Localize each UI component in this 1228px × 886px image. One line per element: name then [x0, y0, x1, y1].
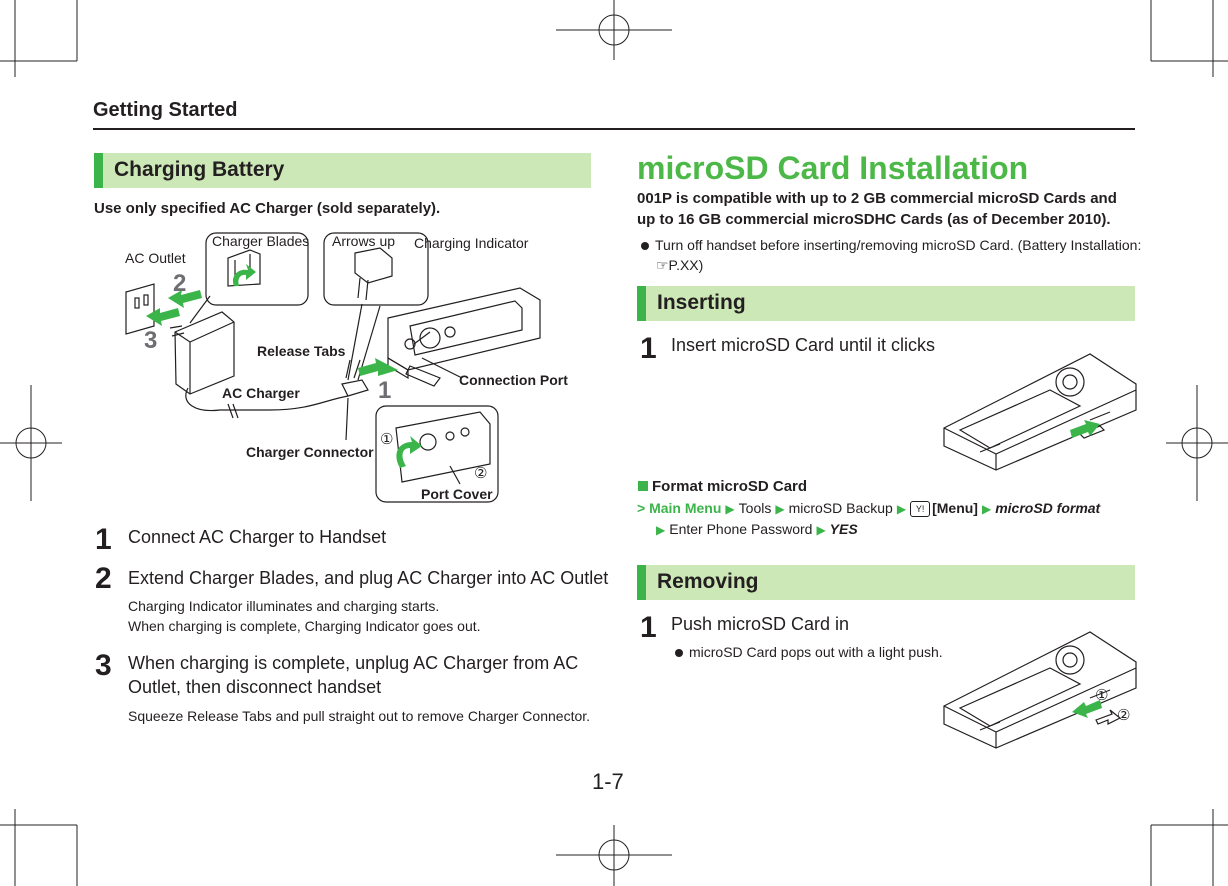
header-rule: [93, 128, 1135, 130]
yahoo-key-icon: Y!: [910, 501, 931, 518]
figure-number-2: 2: [173, 270, 187, 297]
label-release-tabs: Release Tabs: [257, 343, 346, 359]
menu-yes[interactable]: YES: [829, 521, 858, 537]
label-charger-connector: Charger Connector: [246, 444, 374, 460]
menu-password[interactable]: Enter Phone Password: [669, 521, 813, 537]
running-head: Getting Started: [93, 99, 238, 121]
charging-diagram: [125, 232, 541, 503]
label-port-cover: Port Cover: [421, 486, 493, 502]
step-text: Insert microSD Card until it clicks: [671, 335, 936, 355]
label-connection-port: Connection Port: [459, 372, 568, 388]
bullet-text: microSD Card pops out with a light push.: [689, 644, 943, 660]
step-number: 1: [95, 523, 112, 556]
step-number: 2: [95, 562, 112, 595]
menu-backup[interactable]: microSD Backup: [788, 500, 893, 516]
format-heading: Format microSD Card: [638, 478, 807, 495]
step-number: 1: [640, 611, 657, 644]
intro-text: Use only specified AC Charger (sold sepa…: [94, 200, 441, 217]
section-title: Inserting: [657, 291, 746, 314]
triangle-icon: ▶: [816, 523, 826, 537]
step-note: Squeeze Release Tabs and pull straight o…: [128, 708, 591, 724]
triangle-icon: ▶: [725, 502, 735, 516]
menu-menu[interactable]: [Menu]: [932, 500, 978, 516]
bullet-icon: [641, 242, 649, 251]
label-charging-indicator: Charging Indicator: [414, 235, 529, 251]
label-ac-outlet: AC Outlet: [125, 250, 186, 266]
label-arrows-up: Arrows up: [332, 233, 396, 249]
intro-line: 001P is compatible with up to 2 GB comme…: [637, 190, 1117, 207]
menu-gt: >: [637, 500, 646, 516]
square-icon: [638, 481, 648, 491]
triangle-icon: ▶: [656, 523, 666, 537]
figure-circled-2: ②: [474, 465, 488, 482]
menu-format[interactable]: microSD format: [995, 500, 1101, 516]
step-note: Charging Indicator illuminates and charg…: [128, 598, 440, 614]
bullet-note: Turn off handset before inserting/removi…: [641, 235, 1141, 255]
bullet-ref: ☞P.XX): [656, 257, 704, 273]
figure-number-3: 3: [144, 327, 158, 354]
bullet-note: microSD Card pops out with a light push.: [675, 642, 943, 662]
section-title: Removing: [657, 570, 759, 593]
menu-path: > Main Menu▶Tools▶microSD Backup▶Y![Menu…: [637, 497, 1100, 520]
section-title: Charging Battery: [114, 158, 285, 181]
step-note: When charging is complete, Charging Indi…: [128, 618, 481, 634]
figure-number-1: 1: [378, 377, 392, 404]
bullet-icon: [675, 649, 683, 658]
step-text: Extend Charger Blades, and plug AC Charg…: [128, 568, 609, 588]
triangle-icon: ▶: [775, 502, 785, 516]
section-bar-removing: Removing: [637, 565, 1135, 600]
figure-circled-1: ①: [380, 431, 394, 448]
step-text: Connect AC Charger to Handset: [128, 527, 387, 547]
bullet-text: Turn off handset before inserting/removi…: [655, 237, 1142, 253]
page-number: 1-7: [592, 769, 624, 794]
handset-insert-illustration: [943, 353, 1137, 471]
figure-circled-1: ①: [1095, 687, 1109, 704]
handset-remove-illustration: [943, 631, 1137, 749]
section-bar-inserting: Inserting: [637, 286, 1135, 321]
intro-line: up to 16 GB commercial microSDHC Cards (…: [637, 211, 1111, 228]
step-text: Push microSD Card in: [671, 614, 850, 634]
section-bar-charging-battery: Charging Battery: [94, 153, 591, 188]
label-charger-blades: Charger Blades: [212, 233, 310, 249]
triangle-icon: ▶: [896, 502, 907, 516]
step-text: When charging is complete, unplug AC Cha…: [128, 653, 579, 673]
step-text: Outlet, then disconnect handset: [128, 677, 382, 697]
label-ac-charger: AC Charger: [222, 385, 300, 401]
menu-path-cont: ▶Enter Phone Password▶YES: [656, 518, 858, 541]
page-title: microSD Card Installation: [637, 150, 1029, 186]
triangle-icon: ▶: [981, 502, 992, 516]
menu-tools[interactable]: Tools: [738, 500, 772, 516]
figure-circled-2: ②: [1117, 707, 1131, 724]
step-number: 3: [95, 649, 112, 682]
step-number: 1: [640, 332, 657, 365]
menu-main[interactable]: Main Menu: [649, 500, 722, 516]
